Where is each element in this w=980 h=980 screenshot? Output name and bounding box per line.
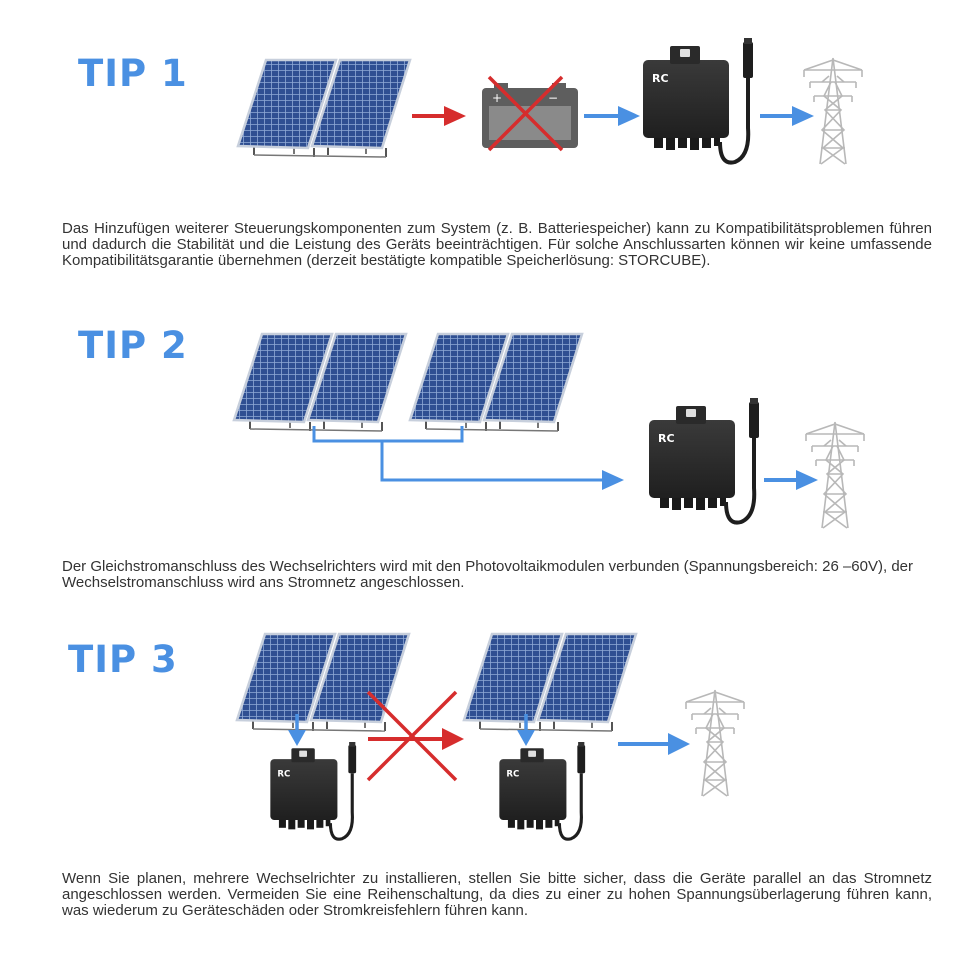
tip3-text: Wenn Sie planen, mehrere Wechselrichter … [62, 870, 932, 919]
tip2-arrow-head [602, 470, 624, 490]
tip2-text: Der Gleichstromanschluss des Wechselrich… [62, 558, 913, 591]
tip3-blue-arrow [618, 733, 690, 755]
tip2-solar-array-2 [408, 332, 584, 433]
tip3-down-arrow-2 [517, 714, 535, 746]
tip1-solar-array [236, 58, 412, 159]
tip3-solar-array-2 [462, 632, 638, 733]
tip1-red-arrow [412, 106, 466, 126]
tip3-cross-icon [366, 690, 458, 782]
tip3-solar-array-1 [235, 632, 411, 733]
tip2-blue-arrow [764, 470, 818, 490]
svg-text:+: + [492, 91, 502, 105]
tip3-down-arrow-1 [288, 714, 306, 746]
tip1-blue-arrow-1 [584, 106, 640, 126]
tip1-power-tower-icon [803, 57, 863, 165]
battery-cross-icon [487, 75, 564, 152]
tip3-inverter-2 [497, 740, 587, 841]
battery-icon: + − [482, 83, 578, 148]
tip2-title: TIP 2 [78, 324, 188, 367]
tip2-power-tower-icon [805, 421, 865, 529]
tip2-solar-array-1 [232, 332, 408, 433]
svg-text:−: − [548, 91, 558, 105]
tip3-power-tower-icon [685, 689, 745, 797]
tip3-title: TIP 3 [68, 638, 178, 681]
tip1-blue-arrow-2 [760, 106, 814, 126]
tip1-text: Das Hinzufügen weiterer Steuerungskompon… [62, 220, 932, 269]
tip1-inverter [641, 36, 755, 165]
tip2-inverter [647, 396, 761, 525]
tip3-inverter-1 [268, 740, 358, 841]
tip1-title: TIP 1 [78, 52, 188, 95]
tip2-parallel-connection [312, 426, 604, 482]
tip3-series-forbidden-arrow [368, 728, 464, 750]
